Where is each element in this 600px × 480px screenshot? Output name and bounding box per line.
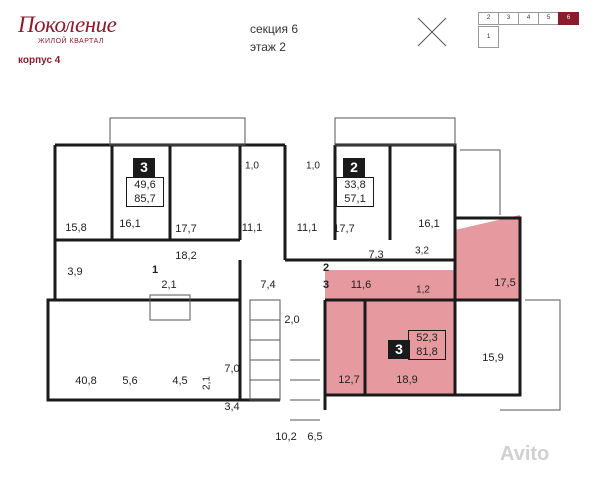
room-area-label: 1 [151, 264, 159, 276]
logo-tagline: ЖИЛОЙ КВАРТАЛ [38, 38, 105, 45]
room-area-label: 17,7 [175, 223, 197, 235]
room-area-label: 2,0 [284, 314, 300, 326]
compass-icon [417, 17, 447, 47]
room-area-label: 7,3 [368, 249, 384, 261]
room-area-label: 11,1 [296, 222, 318, 234]
room-area-label: 11,6 [350, 279, 372, 291]
room-area-label: 1,0 [306, 160, 320, 172]
building-label: корпус 4 [18, 55, 61, 66]
section-selector-1[interactable]: 1 [478, 26, 499, 48]
room-area-label: 17,7 [333, 223, 355, 235]
room-area-label: 40,8 [75, 375, 97, 387]
highlighted-apartment-fill [325, 215, 520, 395]
apartment-rooms-badge: 3 [388, 340, 410, 359]
floor-label: этаж 2 [250, 40, 286, 54]
room-area-label: 10,2 [275, 431, 297, 443]
apartment-total-area: 85,7 [134, 193, 156, 205]
room-area-label: 1,0 [245, 160, 259, 172]
room-area-label: 16,1 [418, 218, 440, 230]
logo-wordmark: Поколение [18, 12, 117, 37]
room-area-label: 2 [322, 262, 330, 274]
room-area-label: 2,1 [201, 376, 213, 390]
avito-watermark: Avito [500, 443, 550, 465]
room-area-label: 12,7 [338, 374, 360, 386]
room-area-label: 7,0 [224, 363, 240, 375]
room-area-label: 15,9 [482, 352, 504, 364]
apartment-living-area: 52,3 [416, 332, 438, 344]
room-area-label: 1,2 [416, 284, 430, 296]
room-area-label: 3 [322, 279, 330, 291]
room-area-label: 18,9 [396, 374, 418, 386]
room-area-label: 2,1 [161, 279, 177, 291]
room-area-label: 6,5 [307, 431, 323, 443]
section-selector-6[interactable]: 6 [558, 12, 579, 25]
room-area-label: 17,5 [494, 277, 516, 289]
apartment-living-area: 49,6 [134, 179, 156, 191]
room-area-label: 3,9 [67, 266, 83, 278]
room-area-label: 15,8 [65, 222, 87, 234]
apartment-area-badge: 49,6 85,7 [126, 177, 164, 207]
room-area-label: 4,5 [172, 375, 188, 387]
room-area-label: 3,2 [415, 245, 429, 257]
apartment-living-area: 33,8 [344, 179, 366, 191]
apartment-total-area: 81,8 [416, 346, 438, 358]
apartment-rooms-badge: 2 [343, 158, 365, 177]
room-area-label: 7,4 [260, 279, 276, 291]
apartment-total-area: 57,1 [344, 193, 366, 205]
room-area-label: 5,6 [122, 375, 138, 387]
room-area-label: 11,1 [241, 222, 263, 234]
apartment-area-badge: 52,3 81,8 [408, 330, 446, 360]
room-area-label: 18,2 [175, 250, 197, 262]
section-label: секция 6 [250, 22, 299, 36]
apartment-area-badge: 33,8 57,1 [336, 177, 374, 207]
apartment-rooms-badge: 3 [133, 158, 155, 177]
room-area-label: 3,4 [224, 401, 240, 413]
room-area-label: 16,1 [119, 218, 141, 230]
